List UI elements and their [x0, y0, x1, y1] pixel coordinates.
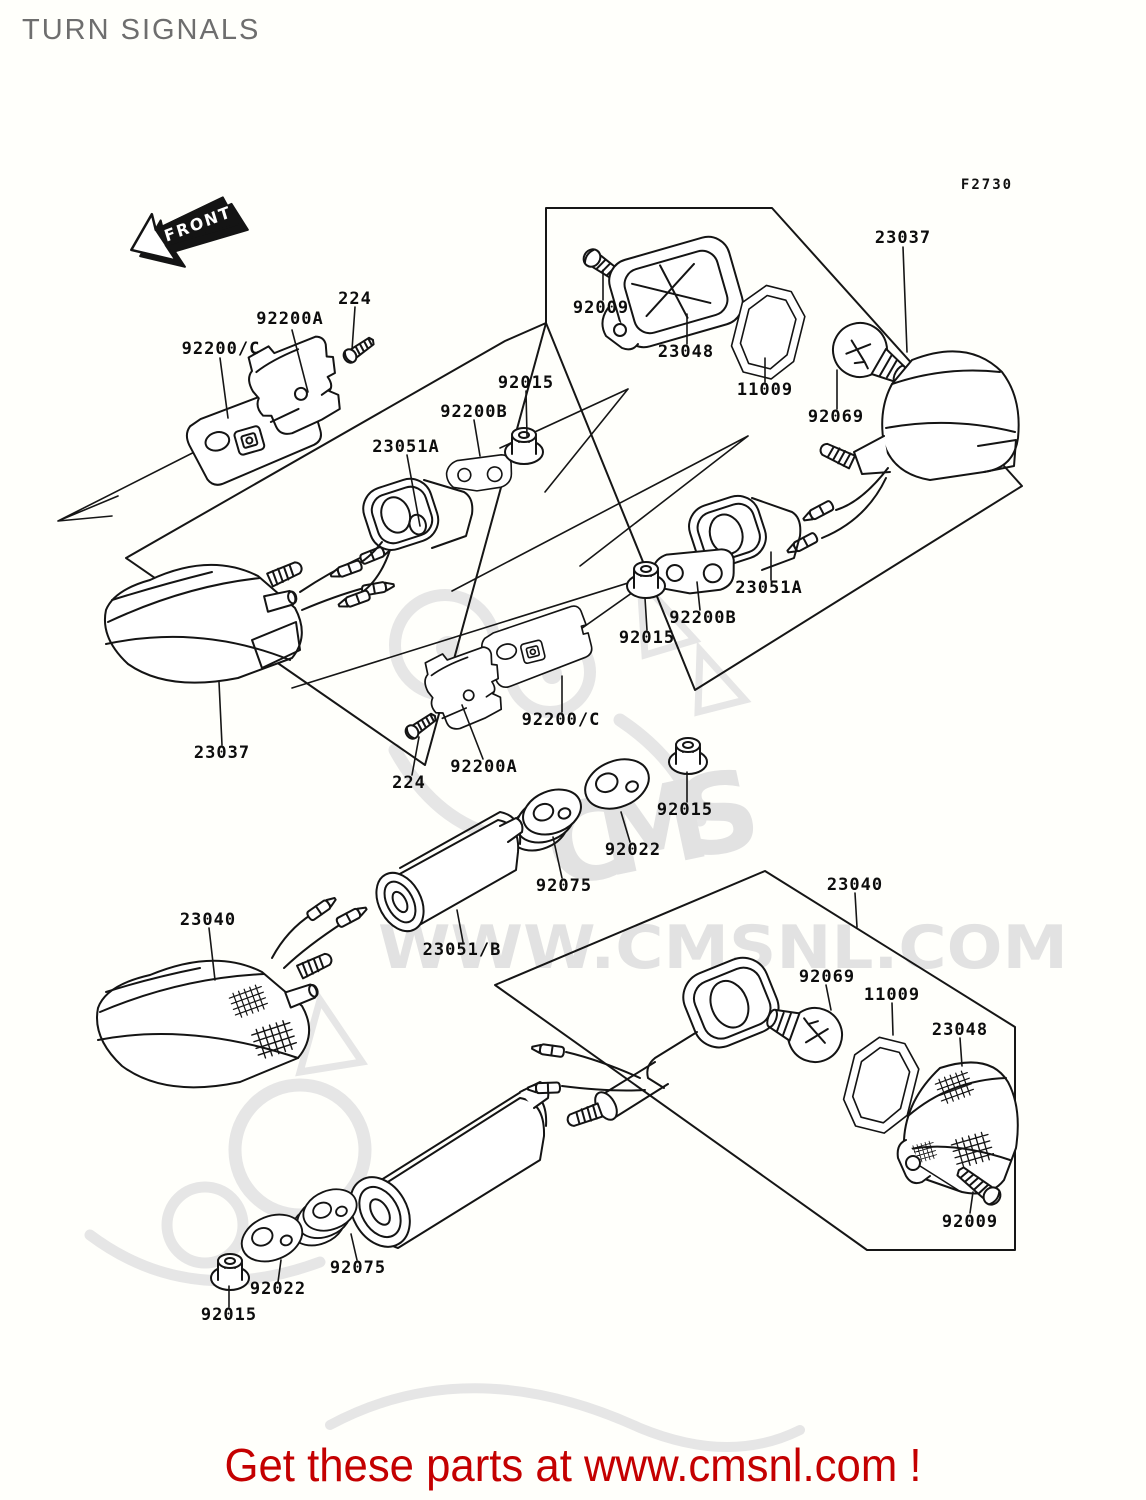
lamp-23037-left [104, 542, 396, 684]
part-label-224-2: 224 [392, 773, 426, 793]
part-label-23040-2: 23040 [826, 875, 884, 895]
group-box-rear-signals [545, 207, 1023, 691]
part-label-92022-2: 92022 [249, 1279, 307, 1299]
housing-bottom-right [526, 956, 780, 1130]
nut-92015-mid [668, 737, 708, 775]
part-label-92015: 92015 [497, 373, 555, 393]
part-label-23037: 23037 [874, 228, 932, 248]
part-label-92075-2: 92075 [329, 1258, 387, 1278]
part-label-11009: 11009 [736, 380, 794, 400]
part-label-92015-4: 92015 [200, 1305, 258, 1325]
lamp-body-top-right [784, 350, 1020, 557]
footer-promo-text: Get these parts at www.cmsnl.com ! [224, 1439, 922, 1491]
lens-23048-bottom [896, 1061, 1019, 1195]
part-label-23040: 23040 [179, 910, 237, 930]
part-label-92200C-2: 92200/C [521, 710, 601, 730]
part-label-92009-2: 92009 [941, 1212, 999, 1232]
part-label-92015-2: 92015 [618, 628, 676, 648]
part-label-92075: 92075 [535, 876, 593, 896]
part-label-92069: 92069 [807, 407, 865, 427]
page-title: TURN SIGNALS [22, 14, 261, 46]
nut-92015-top [504, 427, 544, 465]
part-label-23048: 23048 [657, 342, 715, 362]
part-label-11009-2: 11009 [863, 985, 921, 1005]
lamp-23040-left [96, 893, 370, 1089]
part-label-92200B: 92200B [440, 402, 508, 422]
part-label-92200B-2: 92200B [669, 608, 737, 628]
part-label-224: 224 [338, 289, 372, 309]
part-label-92069-2: 92069 [798, 967, 856, 987]
part-label-23048-2: 23048 [931, 1020, 989, 1040]
front-arrow-icon: FRONT [130, 196, 249, 268]
mount-23051A-left [328, 477, 474, 612]
part-label-23051B: 23051/B [422, 940, 502, 960]
part-label-23051A-2: 23051A [735, 578, 803, 598]
mount-23051B-mid [375, 811, 524, 933]
part-label-92200A: 92200A [256, 309, 324, 329]
part-label-23051A: 23051A [372, 437, 440, 457]
part-label-92009: 92009 [572, 298, 630, 318]
part-drawings: FRONT [96, 196, 1020, 1291]
housing-23048-top [608, 235, 744, 349]
group-box-left-rear-signal [125, 322, 547, 766]
part-label-92015-3: 92015 [656, 800, 714, 820]
part-label-92200A-2: 92200A [450, 757, 518, 777]
mount-23051B-bottom [349, 1081, 550, 1249]
leader-lines [208, 246, 974, 1308]
part-label-92200C: 92200/C [181, 339, 261, 359]
part-label-92022: 92022 [604, 840, 662, 860]
part-label-23037-2: 23037 [193, 743, 251, 763]
figure-code: F2730 [960, 177, 1014, 193]
screw-224-top [340, 333, 378, 367]
